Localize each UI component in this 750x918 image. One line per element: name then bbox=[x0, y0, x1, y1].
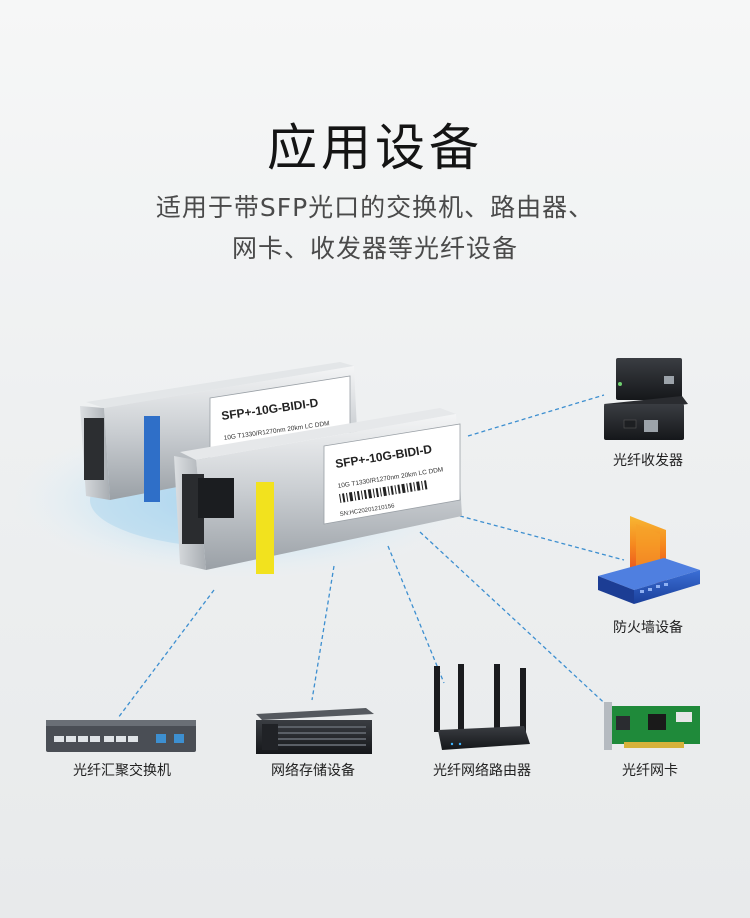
connector-lines bbox=[117, 394, 625, 719]
sfp-module-blue: SFP+-10G-BIDI-D 10G T1330/R1270nm 20km L… bbox=[80, 362, 358, 502]
nic-label: 光纤网卡 bbox=[622, 763, 678, 779]
transceiver-image bbox=[604, 358, 688, 440]
storage-label: 网络存储设备 bbox=[271, 763, 355, 779]
page-title: 应用设备 bbox=[267, 119, 483, 177]
switch-image bbox=[46, 720, 196, 752]
storage-image bbox=[256, 708, 374, 754]
transceiver-label: 光纤收发器 bbox=[613, 453, 683, 469]
switch-label: 光纤汇聚交换机 bbox=[73, 763, 171, 779]
subtitle-line-1: 适用于带SFP光口的交换机、路由器、 bbox=[155, 193, 595, 222]
router-image bbox=[434, 664, 530, 750]
firewall-image bbox=[598, 516, 700, 604]
firewall-label: 防火墙设备 bbox=[613, 620, 683, 636]
subtitle-line-2: 网卡、收发器等光纤设备 bbox=[231, 234, 518, 263]
sfp-module-yellow: SFP+-10G-BIDI-D 10G T1330/R1270nm 20km L… bbox=[174, 408, 462, 574]
router-label: 光纤网络路由器 bbox=[433, 763, 531, 779]
nic-image bbox=[604, 702, 700, 750]
